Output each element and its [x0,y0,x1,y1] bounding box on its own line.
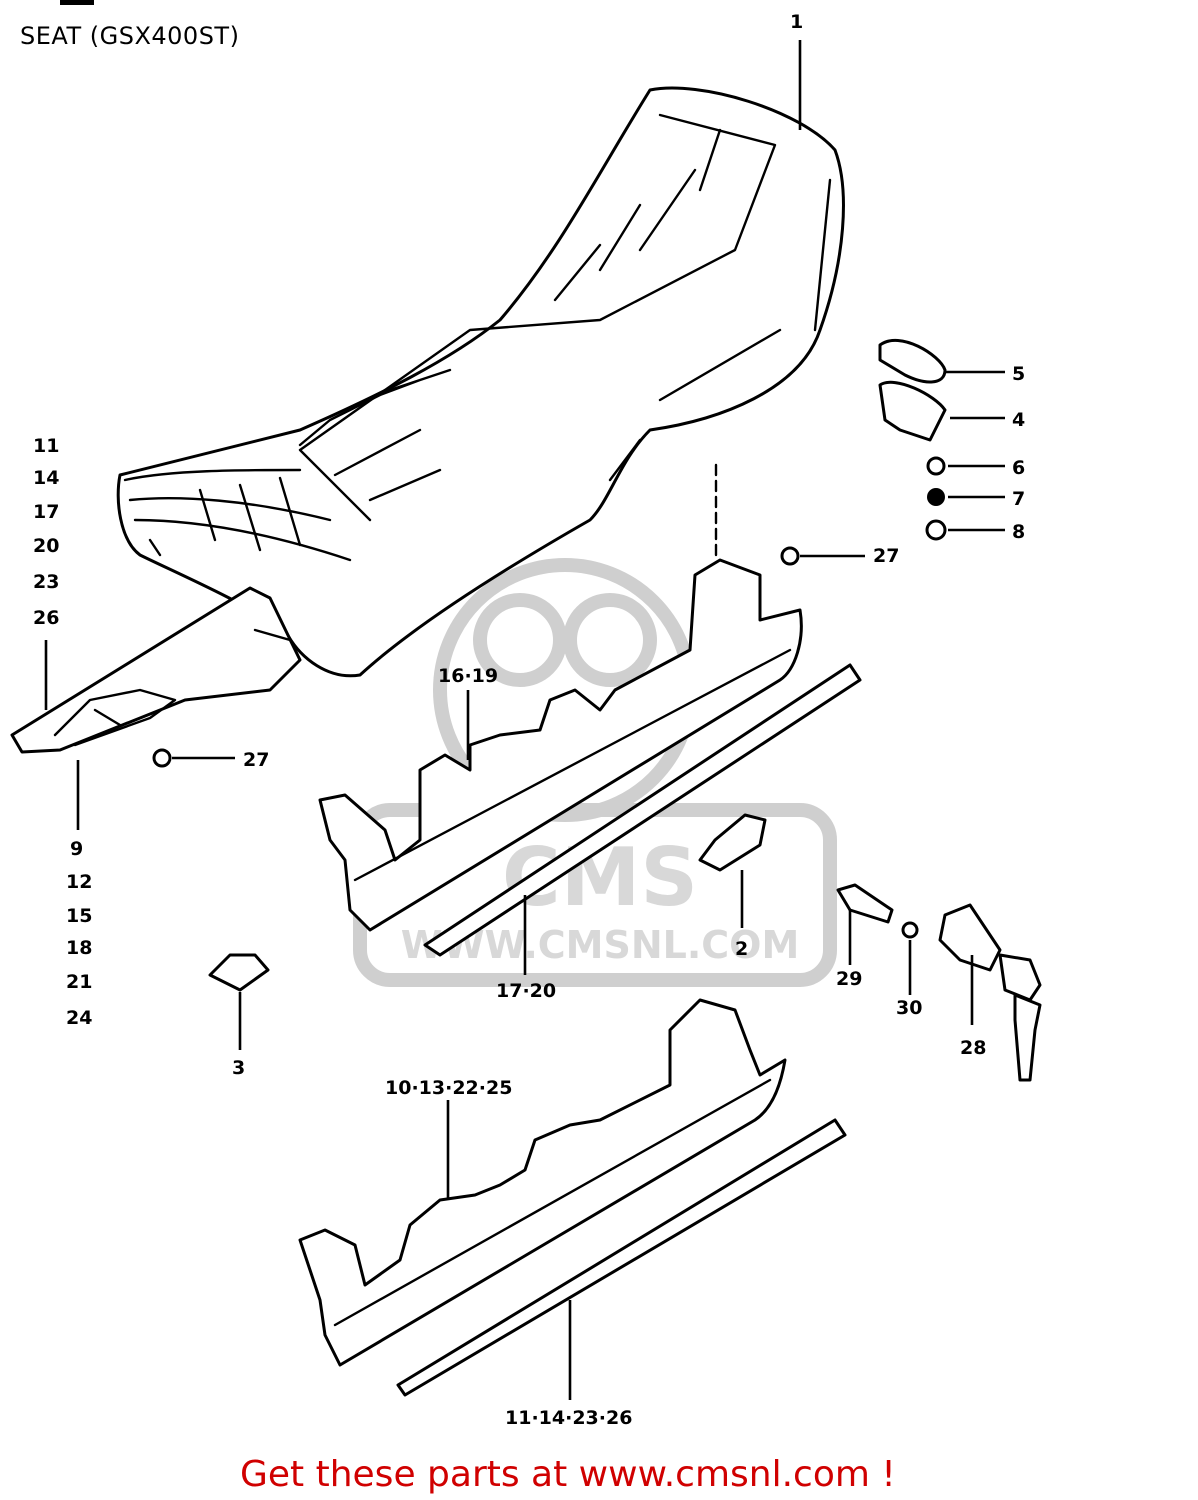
trim-strip-lower [396,1118,847,1397]
svg-text:14: 14 [33,467,59,489]
nut-part-27-lower [152,748,172,768]
callout-7: 7 [1012,488,1025,510]
nut-part-8 [925,519,947,541]
svg-text:20: 20 [33,535,59,557]
callout-29: 29 [836,968,862,990]
svg-text:24: 24 [66,1007,92,1029]
nut-part-27-upper [780,546,800,566]
callout-3: 3 [232,1057,245,1079]
washer-part-7 [927,488,945,506]
callout-30: 30 [896,997,922,1019]
trim-strip-upper [423,663,862,957]
washer-part-30 [901,921,919,939]
callout-4: 4 [1012,409,1025,431]
hinge-bracket-part-4 [878,380,947,442]
callout-8: 8 [1012,521,1025,543]
svg-text:17: 17 [33,501,59,523]
svg-text:11: 11 [33,435,59,457]
callout-5: 5 [1012,363,1025,385]
svg-text:23: 23 [33,571,59,593]
callout-2: 2 [735,938,748,960]
side-cover-lower [298,998,787,1367]
callout-16-19: 16·19 [438,665,498,687]
hinge-pin-part-5 [878,338,947,384]
clip-part-3 [208,953,270,992]
title-mark [60,0,94,5]
get-parts-link[interactable]: Get these parts at www.cmsnl.com ! [240,1454,896,1495]
svg-text:18: 18 [66,937,92,959]
callout-1: 1 [790,11,803,33]
callout-6: 6 [1012,457,1025,479]
callout-28: 28 [960,1037,986,1059]
svg-text:21: 21 [66,971,92,993]
callout-11-14-23-26: 11·14·23·26 [505,1407,632,1429]
callout-10-13-22-25: 10·13·22·25 [385,1077,512,1099]
svg-text:12: 12 [66,871,92,893]
svg-text:9: 9 [70,838,83,860]
callout-17-20: 17·20 [496,980,556,1002]
seat-hinge-strip [10,586,302,754]
seat-lock-part-28 [938,903,1042,1082]
page-title: SEAT (GSX400ST) [20,22,240,50]
clip-part-2 [698,813,767,872]
callout-stack-left: 11 14 17 20 23 26 [33,435,59,710]
side-cover-upper [318,558,803,932]
bolt-part-29 [836,883,894,924]
callout-stack-bottom: 9 12 15 18 21 24 [66,838,92,1029]
washer-part-6 [926,456,946,476]
callout-27-upper: 27 [873,545,899,567]
svg-text:26: 26 [33,607,59,629]
svg-text:15: 15 [66,905,92,927]
callout-27-lower: 27 [243,749,269,771]
